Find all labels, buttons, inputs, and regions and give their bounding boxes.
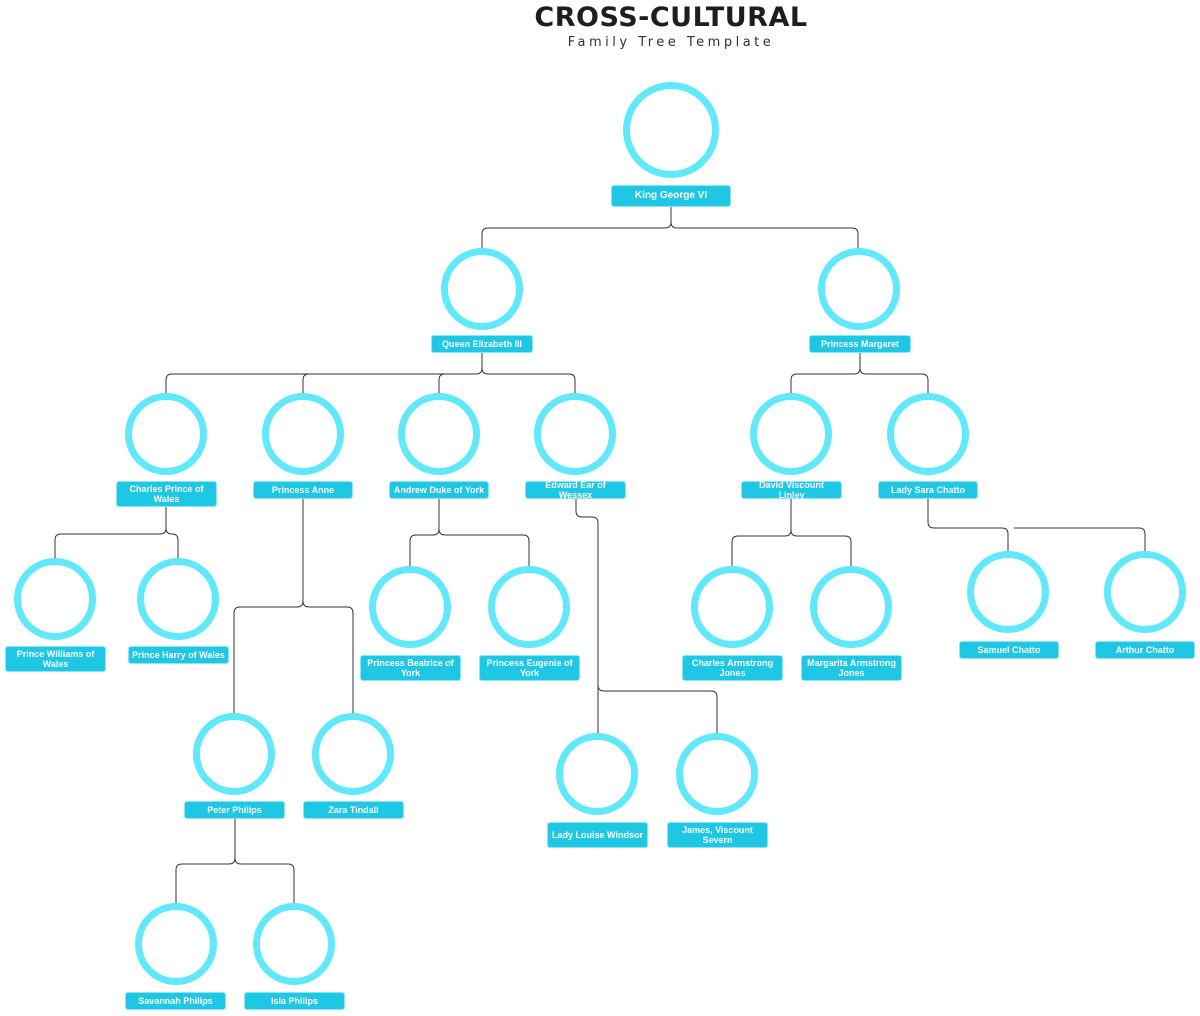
portrait-eugenie: [488, 566, 570, 648]
portrait-savannah: [135, 903, 217, 985]
portrait-samuel: [967, 551, 1049, 633]
portrait-louise: [556, 733, 638, 815]
connector-andrew-children: [409, 499, 530, 566]
portrait-beatrice: [369, 566, 451, 648]
portrait-margaret: [818, 248, 900, 330]
portrait-george: [623, 82, 719, 178]
portrait-charles: [125, 393, 207, 475]
label-samuel[interactable]: Samuel Chatto: [959, 641, 1059, 659]
label-anne[interactable]: Princess Anne: [253, 481, 353, 499]
label-savannah[interactable]: Savannah Philips: [125, 992, 226, 1010]
connector-charles-children: [54, 507, 179, 558]
connector-peter-children: [175, 819, 295, 903]
label-margarita[interactable]: Margarita Armstrong Jones: [801, 655, 902, 681]
label-charles-armstrong-jones[interactable]: Charles Armstrong Jones: [682, 655, 783, 681]
connector-sara-children: [927, 499, 1146, 551]
label-margaret[interactable]: Princess Margaret: [809, 335, 911, 353]
label-james[interactable]: James, Viscount Severn: [667, 822, 768, 848]
label-peter[interactable]: Peter Philips: [184, 801, 285, 819]
portrait-andrew: [398, 393, 480, 475]
portrait-james: [676, 733, 758, 815]
portrait-arthur: [1104, 551, 1186, 633]
label-elizabeth[interactable]: Queen Elizabeth III: [431, 335, 533, 353]
portrait-elizabeth: [441, 248, 523, 330]
diagram-subtitle: Family Tree Template: [567, 35, 775, 50]
label-sara[interactable]: Lady Sara Chatto: [878, 481, 978, 499]
label-zara[interactable]: Zara Tindall: [303, 801, 404, 819]
diagram-title: CROSS-CULTURAL: [534, 2, 808, 33]
portrait-isla: [253, 903, 335, 985]
portrait-margarita: [810, 566, 892, 648]
label-charles[interactable]: Charles Prince of Wales: [116, 481, 217, 507]
connector-elizabeth-children: [165, 353, 576, 393]
portrait-edward: [534, 393, 616, 475]
label-william[interactable]: Prince Williams of Wales: [5, 646, 106, 672]
connector-anne-children: [233, 499, 354, 713]
connector-george-children: [481, 207, 859, 248]
label-edward[interactable]: Edward Ear of Wessex: [525, 480, 626, 500]
connector-margaret-children: [790, 353, 929, 393]
label-andrew[interactable]: Andrew Duke of York: [389, 481, 489, 499]
portrait-william: [14, 558, 96, 640]
label-beatrice[interactable]: Princess Beatrice of York: [360, 655, 461, 681]
label-isla[interactable]: Isla Philips: [244, 992, 345, 1010]
portrait-zara: [312, 713, 394, 795]
label-george[interactable]: King George VI: [611, 185, 731, 207]
portrait-peter: [193, 713, 275, 795]
portrait-david: [750, 393, 832, 475]
connector-edward-children: [575, 499, 718, 733]
portrait-harry: [137, 558, 219, 640]
label-louise[interactable]: Lady Louise Windsor: [547, 822, 648, 848]
portrait-sara: [887, 393, 969, 475]
portrait-anne: [262, 393, 344, 475]
label-arthur[interactable]: Arthur Chatto: [1095, 641, 1195, 659]
portrait-charles-armstrong-jones: [691, 566, 773, 648]
label-eugenie[interactable]: Princess Eugenie of York: [479, 655, 580, 681]
label-david[interactable]: David Viscount Linley: [741, 480, 842, 500]
label-harry[interactable]: Prince Harry of Wales: [128, 646, 229, 664]
connector-david-children: [731, 499, 852, 566]
